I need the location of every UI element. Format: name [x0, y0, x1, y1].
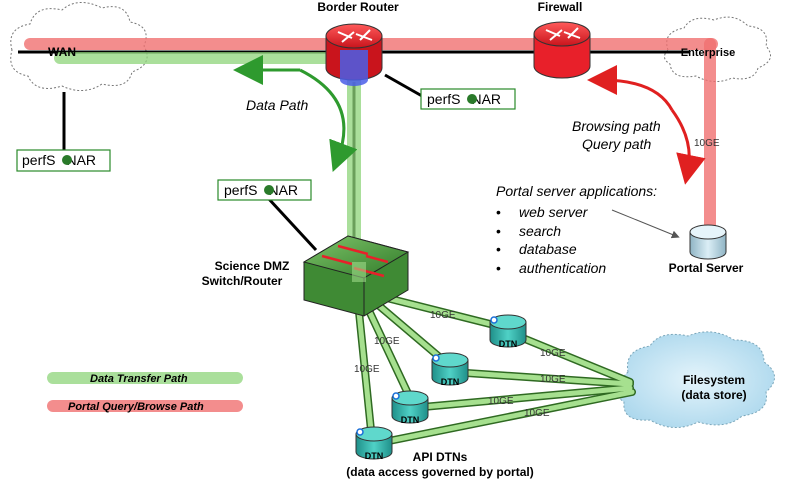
dtn-node-4: DTN [355, 426, 393, 461]
science-dmz-label-line1: Science DMZ [215, 259, 290, 273]
portal-server-label: Portal Server [669, 261, 744, 275]
border-router-label: Border Router [317, 0, 399, 14]
api-dtns-label-line2: (data access governed by portal) [346, 465, 533, 479]
dtn-label: DTN [441, 377, 460, 387]
bullet: • [496, 204, 501, 220]
portal-apps-list: • web server • search • database • authe… [496, 204, 606, 276]
portal-app-item: web server [519, 204, 589, 220]
science-dmz-switch-icon [302, 235, 410, 317]
dtn-node-3: DTN [391, 390, 429, 425]
filesystem-label-line1: Filesystem [683, 373, 745, 387]
wan-label: WAN [48, 45, 76, 59]
api-dtns-label-line1: API DTNs [413, 450, 468, 464]
firewall-label: Firewall [538, 0, 583, 14]
link-label-10ge-fs1: 10GE [540, 348, 566, 359]
perfsonar-dot-icon [264, 185, 274, 195]
link-label-10ge-dtn2: 10GE [374, 336, 400, 347]
legend-data-transfer: Data Transfer Path [47, 372, 243, 385]
portal-apps-title: Portal server applications: [496, 183, 657, 199]
bullet: • [496, 241, 501, 257]
link-label-10ge-fs4: 10GE [524, 408, 550, 419]
filesystem-label-line2: (data store) [681, 388, 746, 402]
dtn-links [354, 291, 636, 448]
query-path-label: Query path [582, 136, 651, 152]
link-label-10ge-dtn4: 10GE [354, 364, 380, 375]
dtn-label: DTN [401, 415, 420, 425]
firewall-icon [533, 21, 591, 79]
portal-app-item: search [519, 223, 561, 239]
portal-app-item: authentication [519, 260, 606, 276]
browsing-path-arrow [587, 65, 674, 111]
query-path-arrow [670, 109, 706, 185]
bullet: • [496, 223, 501, 239]
perfsonar-dot-icon [467, 94, 477, 104]
data-path-arrow [299, 68, 358, 173]
link-label-10ge-fs2: 10GE [540, 374, 566, 385]
legend-portal-query-label: Portal Query/Browse Path [68, 401, 204, 413]
dtn-node-1: DTN [489, 314, 527, 349]
border-router-icon [325, 23, 383, 86]
enterprise-cloud [664, 16, 771, 82]
link-label-10ge-dtn1: 10GE [430, 310, 456, 321]
legend-portal-query: Portal Query/Browse Path [47, 400, 243, 413]
dtn-node-2: DTN [431, 352, 469, 387]
link-labels: 10GE 10GE 10GE 10GE 10GE 10GE 10GE 10GE [354, 138, 720, 419]
dtn-label: DTN [365, 451, 384, 461]
portal-server-icon [689, 224, 727, 260]
legend-data-transfer-label: Data Transfer Path [90, 373, 188, 385]
perfsonar-dot-icon [62, 155, 72, 165]
enterprise-label: Enterprise [681, 47, 735, 59]
link-label-10ge-fs3: 10GE [488, 396, 514, 407]
bullet: • [496, 260, 501, 276]
filesystem-cloud [616, 331, 775, 428]
data-path-label: Data Path [246, 97, 308, 113]
browsing-path-label: Browsing path [572, 118, 661, 134]
link-label-10ge-portal: 10GE [694, 138, 720, 149]
legend: Data Transfer Path Portal Query/Browse P… [47, 372, 243, 413]
dtn-label: DTN [499, 339, 518, 349]
portal-app-item: database [519, 241, 577, 257]
portal-apps-pointer [611, 209, 680, 239]
science-dmz-label-line2: Switch/Router [202, 274, 283, 288]
